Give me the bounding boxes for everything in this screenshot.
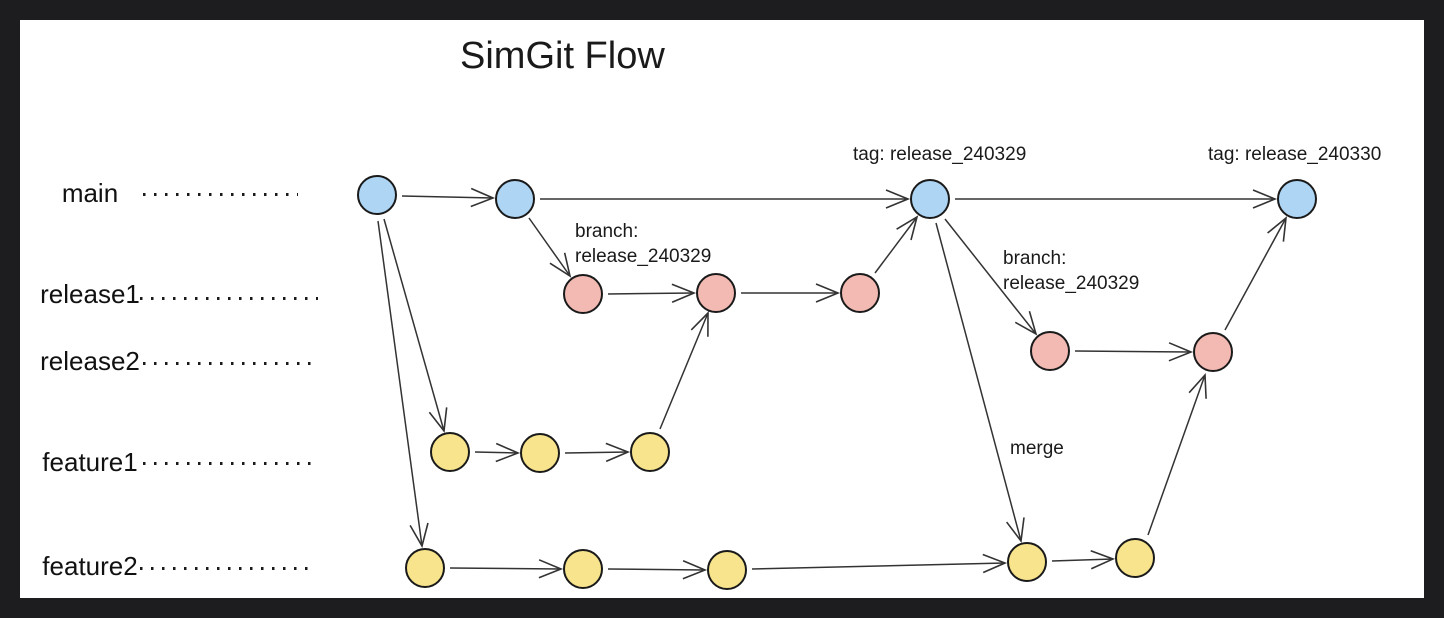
- branch-label-release1: release1: [40, 279, 140, 309]
- edge-feature1b-feature1c: [564, 442, 631, 463]
- diagram-canvas: SimGit Flow main release1 release2 featu…: [20, 20, 1424, 598]
- commit-node-feature1-3: [630, 432, 670, 472]
- branch-annotation-1: branch: release_240329: [575, 219, 711, 269]
- commit-graph-svg: [357, 175, 1317, 590]
- commit-node-main-3: [910, 179, 950, 219]
- branch-label-main: main: [61, 178, 119, 208]
- branch-annotation-2-line1: branch:: [1003, 248, 1067, 269]
- commit-node-release1-1: [563, 274, 603, 314]
- tag-label-release-240329: tag: release_240329: [853, 144, 1027, 165]
- commit-node-feature2-5: [1115, 538, 1155, 578]
- edge-feature2a-feature2b: [449, 559, 564, 579]
- edge-feature2d-feature2e: [1051, 549, 1116, 570]
- lane-dotted-line-release1: [140, 297, 318, 300]
- commit-node-release1-3: [840, 273, 880, 313]
- branch-annotation-2-line2: release_240329: [1003, 273, 1140, 294]
- edge-main3-feature2d-merge: [935, 222, 1025, 544]
- commit-edges: [377, 187, 1288, 580]
- tag-label-release-240330: tag: release_240330: [1208, 144, 1382, 165]
- commit-node-feature2-2: [563, 549, 603, 589]
- branch-label-feature2: feature2: [42, 551, 138, 581]
- commit-node-release2-2: [1193, 332, 1233, 372]
- edge-main1-main2: [401, 187, 496, 208]
- commit-node-main-2: [495, 179, 535, 219]
- lane-dotted-line-main: [143, 193, 298, 196]
- branch-label-release2: release2: [40, 346, 140, 376]
- edge-feature1c-release1b: [659, 311, 709, 430]
- edge-release2a-release2b: [1074, 342, 1194, 362]
- branch-annotation-2: branch: release_240329: [1003, 246, 1139, 296]
- edge-feature2e-release2b: [1147, 373, 1207, 536]
- edge-main1-feature1a: [383, 218, 448, 434]
- commit-node-feature1-2: [520, 433, 560, 473]
- lane-dotted-line-feature2: [140, 567, 312, 570]
- commit-nodes: [357, 175, 1317, 590]
- edge-main1-feature2a: [377, 220, 429, 549]
- branch-label-feature1: feature1: [42, 447, 138, 477]
- edge-feature2c-feature2d: [751, 553, 1008, 574]
- commit-node-main-1: [357, 175, 397, 215]
- lane-dotted-line-release2: [143, 362, 318, 365]
- commit-node-release2-1: [1030, 331, 1070, 371]
- edge-release2b-main4: [1224, 216, 1288, 331]
- branch-annotation-1-line2: release_240329: [575, 246, 712, 267]
- edge-main2-release1a: [528, 217, 572, 278]
- merge-label: merge: [1010, 438, 1064, 459]
- edge-release1a-release1b: [607, 283, 697, 303]
- branch-annotation-1-line1: branch:: [575, 221, 639, 242]
- edge-main3-release2a: [944, 218, 1038, 336]
- edge-feature1a-feature1b: [474, 442, 521, 463]
- diagram-title: SimGit Flow: [460, 35, 665, 77]
- lane-dotted-line-feature1: [143, 462, 318, 465]
- commit-node-feature2-3: [707, 550, 747, 590]
- commit-node-feature1-1: [430, 432, 470, 472]
- commit-node-feature2-1: [405, 548, 445, 588]
- commit-node-main-4: [1277, 179, 1317, 219]
- edge-feature2b-feature2c: [607, 560, 708, 580]
- commit-node-release1-2: [696, 273, 736, 313]
- edge-release1c-main3: [874, 215, 919, 274]
- commit-node-feature2-4: [1007, 542, 1047, 582]
